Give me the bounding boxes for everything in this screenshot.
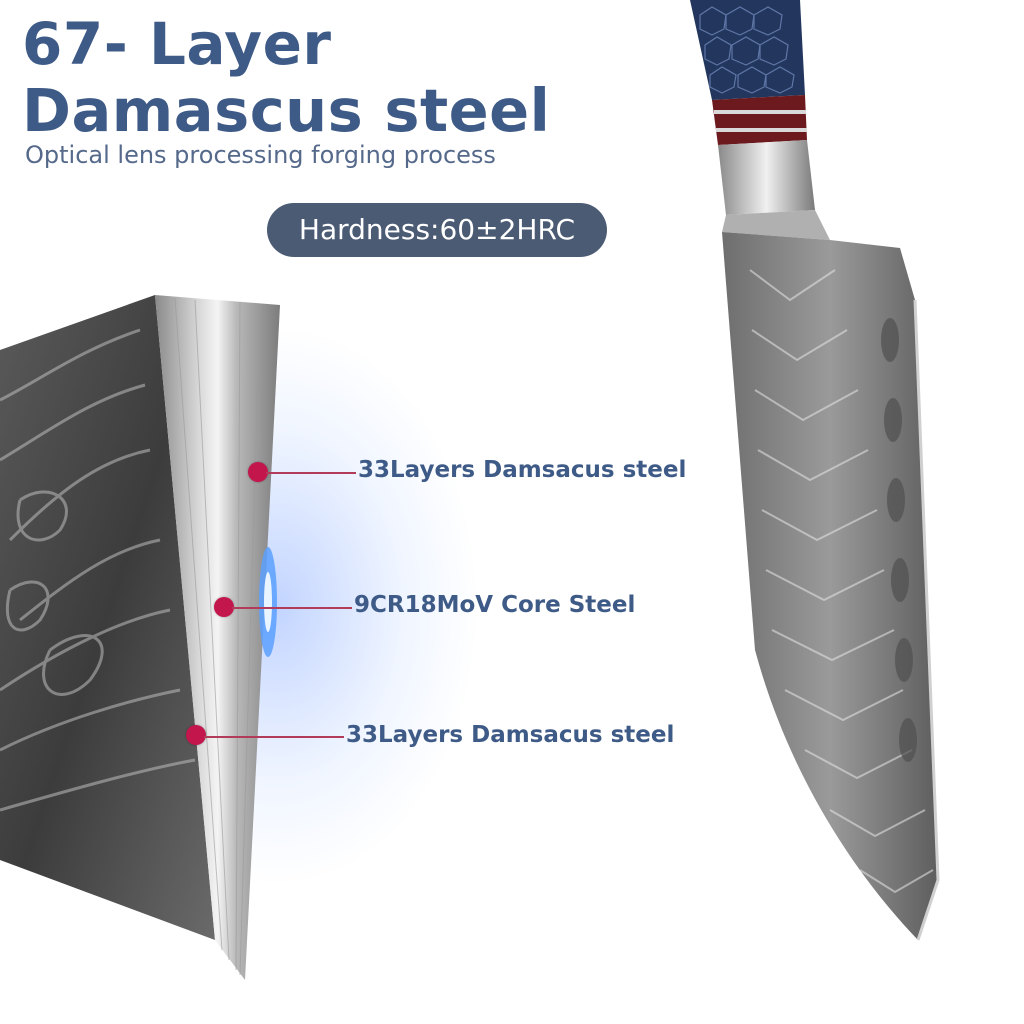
callout-line-core xyxy=(232,607,352,609)
callout-label-core: 9CR18MoV Core Steel xyxy=(354,592,636,618)
callout-dot-outer-bottom xyxy=(186,725,206,745)
subtitle: Optical lens processing forging process xyxy=(25,141,496,169)
title-line-2: Damascus steel xyxy=(22,76,551,145)
damascus-cross-section-image xyxy=(0,295,280,980)
title-line-1: 67- Layer xyxy=(22,10,332,78)
callout-dot-outer-top xyxy=(248,462,268,482)
callout-label-outer-top: 33Layers Damsacus steel xyxy=(358,457,687,483)
callout-line-outer-top xyxy=(266,472,356,474)
callout-label-outer-bottom: 33Layers Damsacus steel xyxy=(346,722,675,748)
santoku-knife-image xyxy=(690,0,940,941)
hardness-badge: Hardness:60±2HRC xyxy=(267,203,607,257)
callout-dot-core xyxy=(214,597,234,617)
callout-line-outer-bottom xyxy=(204,736,344,738)
